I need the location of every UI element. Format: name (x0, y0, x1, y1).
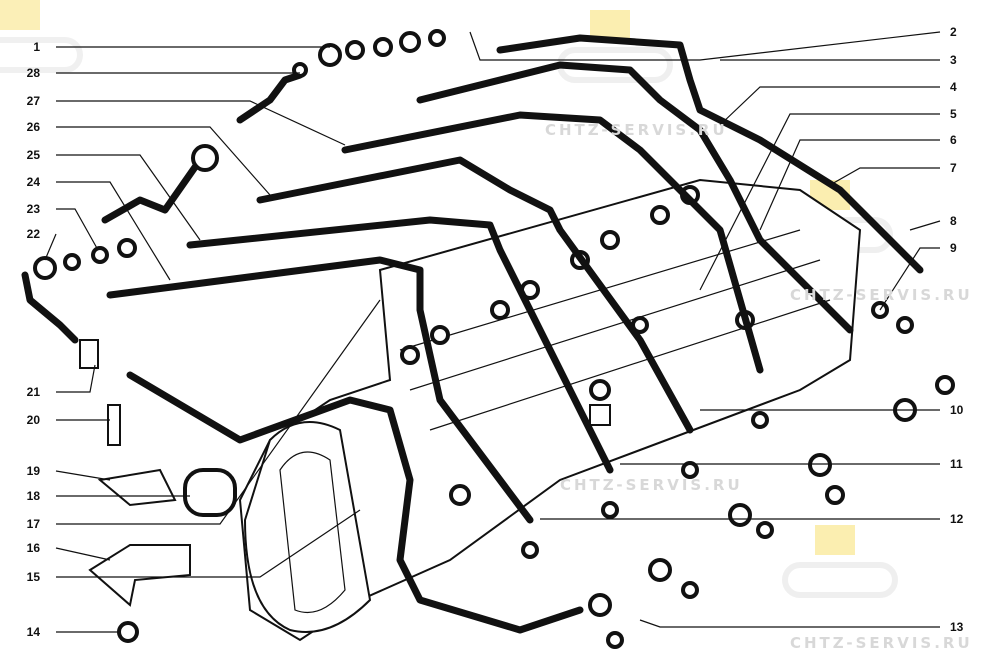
watermark-texts: CHTZ-SERVIS.RU CHTZ-SERVIS.RU CHTZ-SERVI… (545, 121, 973, 652)
callout-label: 20 (27, 413, 41, 427)
callout-label: 9 (950, 241, 957, 255)
callout-label: 7 (950, 161, 957, 175)
high-pressure-pipes (21, 34, 924, 634)
callout-label: 15 (27, 570, 41, 584)
callout-label: 2 (950, 25, 957, 39)
callout-label: 16 (27, 541, 41, 555)
callout-label: 23 (27, 202, 41, 216)
leader-lines (44, 31, 941, 633)
callout-label: 26 (27, 120, 41, 134)
watermark-text: CHTZ-SERVIS.RU (545, 121, 728, 139)
callout-labels-right: 2 3 4 5 6 7 8 9 10 11 12 13 (950, 25, 964, 634)
callout-label: 8 (950, 214, 957, 228)
callout-label: 12 (950, 512, 964, 526)
watermark-text: CHTZ-SERVIS.RU (790, 286, 973, 304)
callout-label: 21 (27, 385, 41, 399)
watermark-text: CHTZ-SERVIS.RU (790, 634, 973, 652)
watermark-logo (0, 0, 83, 73)
injection-pump-body (238, 178, 862, 642)
callout-label: 10 (950, 403, 964, 417)
callout-label: 11 (950, 457, 963, 471)
callout-labels-left: 1 28 27 26 25 24 23 22 21 20 19 18 17 16… (27, 40, 41, 639)
callout-label: 17 (27, 517, 41, 531)
callout-label: 28 (27, 66, 41, 80)
callout-label: 3 (950, 53, 957, 67)
callout-label: 1 (33, 40, 40, 54)
callout-label: 22 (27, 227, 41, 241)
callout-label: 13 (950, 620, 964, 634)
callout-label: 5 (950, 107, 957, 121)
callout-label: 24 (27, 175, 41, 189)
watermark-text: CHTZ-SERVIS.RU (560, 476, 743, 494)
callout-label: 6 (950, 133, 957, 147)
callout-label: 18 (27, 489, 41, 503)
callout-label: 14 (27, 625, 41, 639)
callout-label: 4 (950, 80, 957, 94)
callout-label: 19 (27, 464, 41, 478)
callout-label: 25 (27, 148, 41, 162)
callout-label: 27 (27, 94, 41, 108)
